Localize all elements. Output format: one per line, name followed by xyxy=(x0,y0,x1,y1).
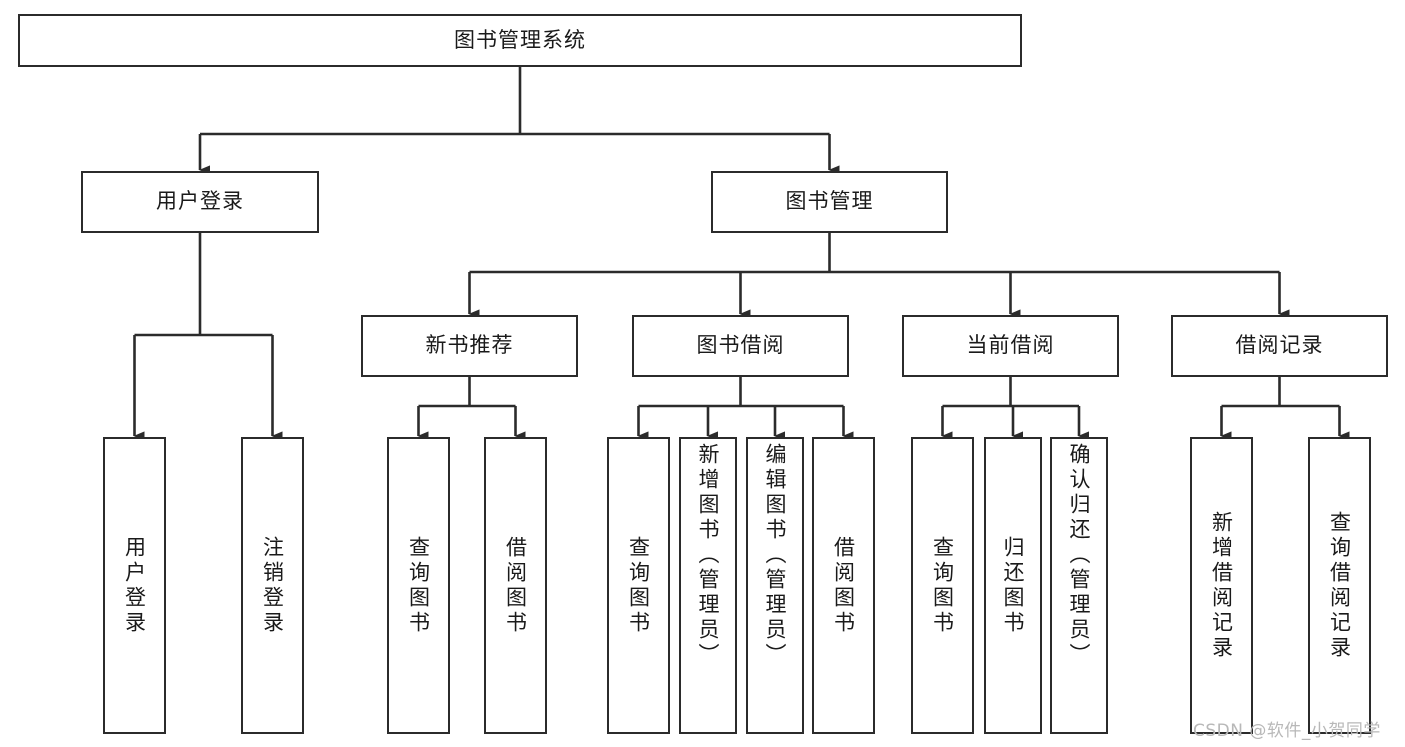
leaf-borrow-book-action-label: 借阅图书 xyxy=(831,535,856,636)
connector-lines xyxy=(133,67,1350,441)
node-book-manage[interactable]: 图书管理 xyxy=(711,171,948,233)
leaf-confirm-return-admin-label: 确认归还（管理员） xyxy=(1067,443,1092,668)
node-new-book-recommend-label: 新书推荐 xyxy=(425,333,514,358)
leaf-query-borrow-record-label: 查询借阅记录 xyxy=(1327,510,1352,661)
leaf-edit-book-admin[interactable]: 编辑图书（管理员） xyxy=(746,437,804,734)
leaf-query-book-current-label: 查询图书 xyxy=(930,535,955,636)
leaf-borrow-book-recommend-label: 借阅图书 xyxy=(503,535,528,636)
leaf-user-login[interactable]: 用户登录 xyxy=(103,437,166,734)
node-new-book-recommend[interactable]: 新书推荐 xyxy=(361,315,578,377)
leaf-confirm-return-admin[interactable]: 确认归还（管理员） xyxy=(1050,437,1108,734)
leaf-add-borrow-record[interactable]: 新增借阅记录 xyxy=(1190,437,1253,734)
leaf-query-book-recommend[interactable]: 查询图书 xyxy=(387,437,450,734)
leaf-query-book-recommend-label: 查询图书 xyxy=(406,535,431,636)
leaf-user-login-label: 用户登录 xyxy=(122,535,147,636)
node-book-manage-label: 图书管理 xyxy=(785,189,874,214)
leaf-return-book[interactable]: 归还图书 xyxy=(984,437,1042,734)
node-user-login-label: 用户登录 xyxy=(156,189,244,214)
node-borrow-record[interactable]: 借阅记录 xyxy=(1171,315,1388,377)
node-book-borrow-label: 图书借阅 xyxy=(696,333,785,358)
leaf-query-book-borrow-label: 查询图书 xyxy=(626,535,651,636)
leaf-borrow-book-action[interactable]: 借阅图书 xyxy=(812,437,875,734)
node-root-system[interactable]: 图书管理系统 xyxy=(18,14,1022,67)
leaf-return-book-label: 归还图书 xyxy=(1001,535,1026,636)
node-borrow-record-label: 借阅记录 xyxy=(1235,333,1324,358)
node-book-borrow[interactable]: 图书借阅 xyxy=(632,315,849,377)
leaf-edit-book-admin-label: 编辑图书（管理员） xyxy=(763,443,788,668)
node-user-login[interactable]: 用户登录 xyxy=(81,171,319,233)
node-root-label: 图书管理系统 xyxy=(454,27,586,52)
csdn-watermark: CSDN @软件_小贺同学 xyxy=(1193,721,1381,741)
leaf-query-borrow-record[interactable]: 查询借阅记录 xyxy=(1308,437,1371,734)
node-current-borrow-label: 当前借阅 xyxy=(966,333,1055,358)
leaf-query-book-current[interactable]: 查询图书 xyxy=(911,437,974,734)
leaf-add-book-admin-label: 新增图书（管理员） xyxy=(696,443,721,668)
leaf-borrow-book-recommend[interactable]: 借阅图书 xyxy=(484,437,547,734)
leaf-logout-label: 注销登录 xyxy=(260,535,285,636)
leaf-add-book-admin[interactable]: 新增图书（管理员） xyxy=(679,437,737,734)
node-current-borrow[interactable]: 当前借阅 xyxy=(902,315,1119,377)
leaf-query-book-borrow[interactable]: 查询图书 xyxy=(607,437,670,734)
leaf-logout[interactable]: 注销登录 xyxy=(241,437,304,734)
leaf-add-borrow-record-label: 新增借阅记录 xyxy=(1209,510,1234,661)
